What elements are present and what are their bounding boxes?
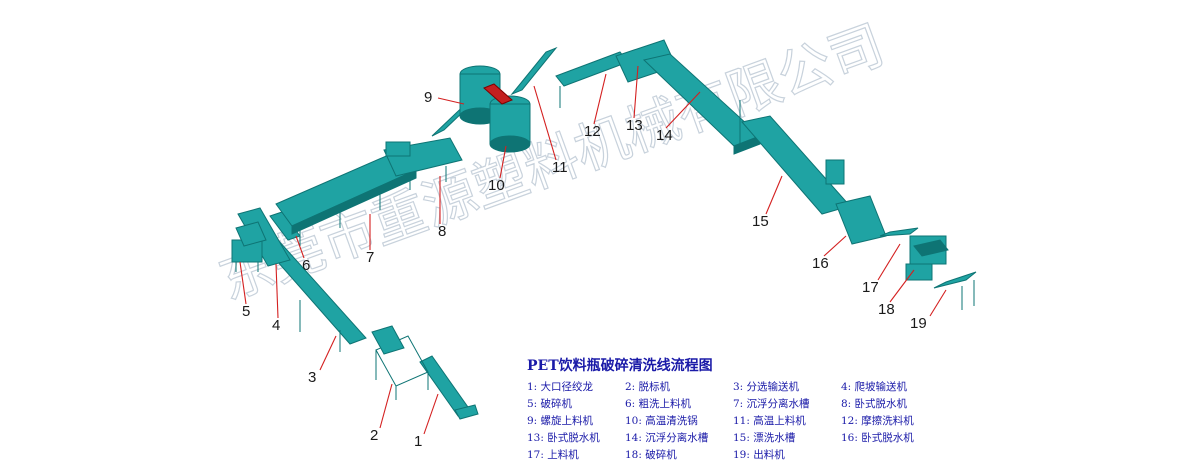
callout-7: 7 bbox=[366, 249, 374, 266]
callout-18: 18 bbox=[878, 301, 895, 318]
callout-12: 12 bbox=[584, 123, 601, 140]
legend-item-2: 2: 脱标机 bbox=[625, 381, 671, 393]
production-line-illustration bbox=[231, 39, 977, 420]
callout-16: 16 bbox=[812, 255, 829, 272]
machine-16-dewatering-machine bbox=[835, 195, 887, 245]
legend-item-18: 18: 破碎机 bbox=[625, 449, 677, 461]
legend-title: PET饮料瓶破碎清洗线流程图 bbox=[527, 358, 713, 374]
machine-5-crusher bbox=[231, 221, 267, 272]
callout-6: 6 bbox=[302, 257, 310, 274]
callout-13: 13 bbox=[626, 117, 643, 134]
legend-item-19: 19: 出料机 bbox=[733, 449, 785, 461]
machine-18-crusher bbox=[905, 235, 949, 281]
legend-item-17: 17: 上料机 bbox=[527, 449, 579, 461]
legend-item-5: 5: 破碎机 bbox=[527, 398, 573, 410]
callout-10: 10 bbox=[488, 177, 505, 194]
callout-5: 5 bbox=[242, 303, 250, 320]
legend-item-10: 10: 高温清洗锅 bbox=[625, 415, 698, 427]
callout-8: 8 bbox=[438, 223, 446, 240]
legend-item-11: 11: 高温上料机 bbox=[733, 415, 806, 427]
legend-item-16: 16: 卧式脱水机 bbox=[841, 432, 914, 444]
callout-4: 4 bbox=[272, 317, 280, 334]
machine-11-hot-loader bbox=[510, 46, 558, 96]
legend-item-14: 14: 沉浮分离水槽 bbox=[625, 432, 709, 444]
legend-item-15: 15: 漂洗水槽 bbox=[733, 432, 796, 444]
callout-1: 1 bbox=[414, 433, 422, 450]
legend-item-4: 4: 爬坡输送机 bbox=[841, 381, 908, 393]
legend-item-1: 1: 大口径绞龙 bbox=[527, 381, 594, 393]
callout-15: 15 bbox=[752, 213, 769, 230]
callout-2: 2 bbox=[370, 427, 378, 444]
legend-item-7: 7: 沉浮分离水槽 bbox=[733, 398, 810, 410]
leader-lines bbox=[239, 65, 947, 435]
callout-17: 17 bbox=[862, 279, 879, 296]
callout-14: 14 bbox=[656, 127, 673, 144]
legend-item-3: 3: 分选输送机 bbox=[733, 381, 800, 393]
callout-3: 3 bbox=[308, 369, 316, 386]
machine-19-discharge bbox=[933, 271, 977, 289]
machine-17-loader bbox=[879, 227, 919, 237]
callout-labels: 1 2 3 4 5 6 7 8 9 10 11 12 13 14 15 16 1… bbox=[242, 89, 927, 450]
legend-item-8: 8: 卧式脱水机 bbox=[841, 398, 908, 410]
callout-9: 9 bbox=[424, 89, 432, 106]
legend-item-9: 9: 螺旋上料机 bbox=[527, 415, 594, 427]
legend-item-13: 13: 卧式脱水机 bbox=[527, 432, 600, 444]
legend-item-12: 12: 摩擦洗料机 bbox=[841, 415, 914, 427]
machine-10-hot-wash-tank bbox=[459, 65, 531, 153]
legend: PET饮料瓶破碎清洗线流程图 1: 大口径绞龙 2: 脱标机 3: 分选输送机 … bbox=[527, 358, 947, 463]
legend-grid: 1: 大口径绞龙 2: 脱标机 3: 分选输送机 4: 爬坡输送机 5: 破碎机… bbox=[527, 380, 947, 463]
callout-19: 19 bbox=[910, 315, 927, 332]
callout-11: 11 bbox=[552, 159, 568, 176]
legend-item-6: 6: 粗洗上料机 bbox=[625, 398, 692, 410]
